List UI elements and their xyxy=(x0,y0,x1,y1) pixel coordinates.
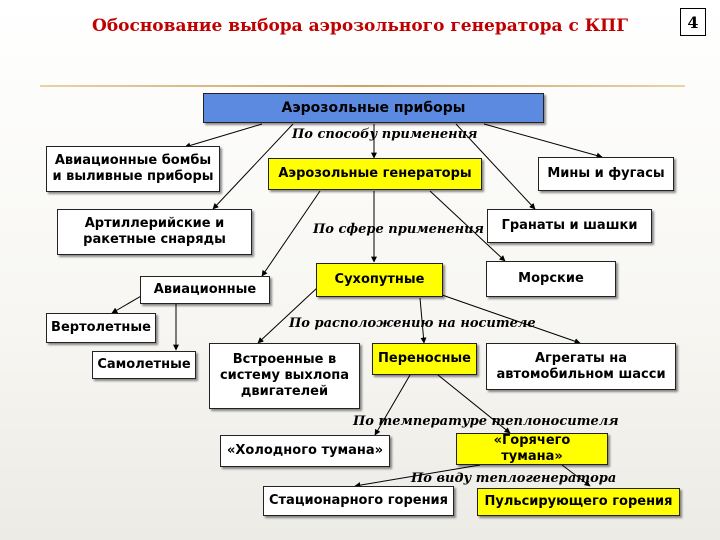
arrow-generators-to-aviation xyxy=(261,190,321,277)
node-hot-fog: «Горячего тумана» xyxy=(456,433,608,465)
node-ground: Сухопутные xyxy=(316,263,443,297)
arrow-portable-to-cold xyxy=(374,374,411,436)
node-pulsating: Пульсирующего горения xyxy=(477,488,680,516)
node-airplane: Самолетные xyxy=(92,351,196,379)
arrow-ground-to-vehicle xyxy=(421,287,581,345)
node-aviation: Авиационные xyxy=(140,276,270,304)
node-grenades: Гранаты и шашки xyxy=(487,209,652,243)
arrow-ground-to-portable xyxy=(419,297,427,344)
slide-number: 4 xyxy=(680,8,706,36)
label-by-coolant-temperature: По температуре теплоносителя xyxy=(353,414,619,429)
arrow-root-to-mines xyxy=(483,123,603,159)
node-aviation-bombs: Авиационные бомбы и выливные приборы xyxy=(46,146,220,192)
arrow-hot-to-pulsating xyxy=(561,464,591,487)
slide-title: Обоснование выбора аэрозольного генерато… xyxy=(92,16,628,36)
title-divider xyxy=(40,85,685,87)
node-helicopter: Вертолетные xyxy=(46,313,156,343)
arrow-ground-to-builtin xyxy=(257,287,318,344)
node-vehicle-units: Агрегаты на автомобильном шасси xyxy=(486,343,676,390)
label-by-carrier-location: По расположению на носителе xyxy=(289,316,536,331)
node-aerosol-generators: Аэрозольные генераторы xyxy=(268,158,482,190)
node-cold-fog: «Холодного тумана» xyxy=(220,435,390,467)
node-stationary: Стационарного горения xyxy=(263,486,454,516)
arrow-hot-to-stationary xyxy=(354,464,481,489)
node-built-in: Встроенные в систему выхлопа двигателей xyxy=(209,343,360,409)
node-artillery: Артиллерийские и ракетные снаряды xyxy=(57,209,252,255)
arrow-root-to-grenades xyxy=(455,123,536,210)
label-by-application-area: По сфере применения xyxy=(313,222,484,237)
node-portable: Переносные xyxy=(372,343,477,375)
node-aerosol-devices: Аэрозольные приборы xyxy=(203,93,544,123)
label-by-application-method: По способу применения xyxy=(292,127,478,142)
label-by-heat-generator-type: По виду теплогенератора xyxy=(411,471,617,486)
node-mines: Мины и фугасы xyxy=(538,157,674,191)
arrow-generators-to-marine xyxy=(429,190,506,262)
arrow-portable-to-hot xyxy=(437,374,511,434)
arrow-root-to-artillery xyxy=(212,123,294,210)
node-marine: Морские xyxy=(486,261,616,297)
arrow-root-to-bombs xyxy=(184,123,263,149)
